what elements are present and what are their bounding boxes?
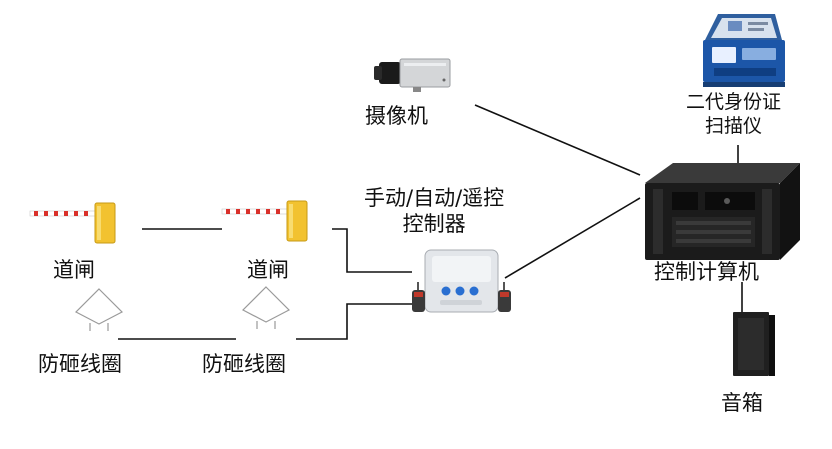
controller-to-computer-line	[504, 197, 641, 279]
remote-right-icon	[498, 282, 511, 312]
loop-left-label: 防砸线圈	[38, 352, 122, 376]
barrier-gate-right-icon	[221, 200, 308, 242]
remote-left-icon	[412, 282, 425, 312]
barrier-gate-left-icon	[29, 202, 116, 244]
controller-icon	[424, 249, 499, 313]
controller-label-line2: 控制器	[402, 212, 466, 237]
camera-label: 摄像机	[365, 104, 428, 128]
connection-lines	[118, 104, 743, 340]
anti-smash-loop-left-icon	[74, 288, 124, 331]
id-scanner-label-line1: 二代身份证	[686, 91, 782, 113]
barrier-to-controller-line	[332, 228, 412, 273]
camera-icon	[374, 58, 451, 92]
computer-icon	[645, 163, 800, 260]
speaker-icon	[733, 312, 775, 376]
controller-label: 手动/自动/遥控 控制器	[364, 185, 504, 238]
barrier-right-label: 道闸	[247, 258, 289, 282]
computer-label: 控制计算机	[654, 260, 759, 284]
id-scanner-icon	[703, 14, 785, 87]
id-scanner-label: 二代身份证 扫描仪	[686, 91, 781, 139]
loop-right-label: 防砸线圈	[202, 352, 286, 376]
camera-to-computer-line	[474, 104, 641, 176]
speaker-label: 音箱	[721, 391, 763, 415]
id-scanner-label-line2: 扫描仪	[705, 114, 763, 137]
barrier-left-label: 道闸	[53, 258, 95, 282]
loop-to-controller-line	[296, 303, 412, 340]
anti-smash-loop-right-icon	[241, 286, 291, 329]
controller-label-line1: 手动/自动/遥控	[364, 186, 505, 210]
